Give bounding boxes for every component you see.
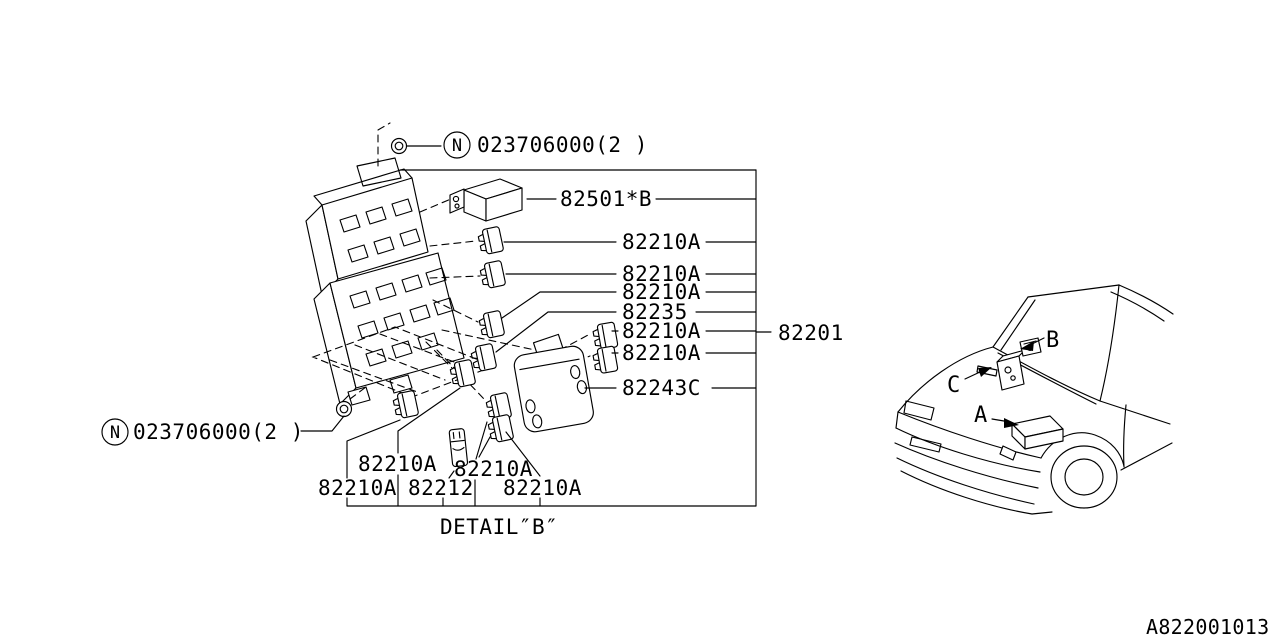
- part-number-label: 82210A: [622, 280, 701, 304]
- front-wheel: [1050, 445, 1118, 509]
- mini-fuse-icon: [391, 389, 420, 420]
- nut-left-icon: [335, 400, 353, 418]
- mini-fuse-icon: [478, 259, 507, 290]
- fuse-slot-grid-upper: [339, 198, 421, 263]
- leader-lines: [300, 145, 619, 507]
- mini-fuse-icon: [476, 225, 505, 256]
- locator-label-a: A: [974, 403, 987, 428]
- car-part-a-drawing: [999, 415, 1064, 461]
- detail-b-labels: 82210A 82210A 82210A 82212 82210A DETAIL…: [318, 452, 582, 539]
- nut-top-icon: [390, 137, 408, 155]
- fastener-left-callout: N 023706000(2 ): [101, 418, 304, 446]
- fastener-symbol: N: [452, 136, 462, 156]
- fuse-puller-drawing: [448, 428, 469, 468]
- mini-fuse-icon: [477, 309, 506, 340]
- locator-arrows: [964, 337, 1045, 428]
- part-number-label: 82210A: [358, 452, 437, 476]
- mini-fuse-icon: [448, 358, 477, 389]
- part-number-label: 82210A: [622, 341, 701, 365]
- locator-label-c: C: [947, 373, 960, 398]
- part-number-label: 82210A: [454, 457, 533, 481]
- car-drawing: B C A: [894, 284, 1174, 515]
- part-number-label: 82212: [408, 476, 474, 500]
- fastener-symbol: N: [110, 423, 120, 443]
- relay-drawing: [449, 178, 523, 222]
- fuse-holder-icon: [469, 342, 498, 373]
- part-number-label: 82243C: [622, 376, 701, 400]
- part-number-label: 82210A: [622, 319, 701, 343]
- detail-b-caption: DETAIL″B″: [440, 515, 558, 539]
- assembly-part-number-label: 82201: [778, 321, 844, 345]
- front-wheel-hub: [1064, 458, 1104, 496]
- circled-n-icon: [101, 418, 129, 446]
- circled-n-icon: [443, 131, 471, 159]
- group-bracket-lines: [346, 169, 772, 507]
- part-number-label: 82210A: [622, 262, 701, 286]
- right-column-labels: 82501*B 82210A 82210A 82210A 82235 82210…: [560, 187, 844, 400]
- fuse-box-drawing: [305, 157, 465, 406]
- unit-82243c-drawing: [513, 333, 594, 433]
- part-number-label: 82210A: [503, 476, 582, 500]
- part-number-label: 82235: [622, 300, 688, 324]
- part-number-label: 82210A: [622, 230, 701, 254]
- mini-fuse-icon: [591, 345, 619, 375]
- mini-fuse-icon: [486, 413, 515, 444]
- drawing-number: A822001013: [1146, 615, 1269, 639]
- part-number-label: 023706000(2 ): [133, 420, 304, 444]
- part-number-label: 82210A: [318, 476, 397, 500]
- part-number-label: 82501*B: [560, 187, 652, 211]
- fastener-top-callout: N 023706000(2 ): [443, 131, 648, 159]
- mini-fuse-icon: [591, 321, 619, 351]
- part-number-label: 023706000(2 ): [477, 133, 648, 157]
- locator-label-b: B: [1046, 328, 1059, 353]
